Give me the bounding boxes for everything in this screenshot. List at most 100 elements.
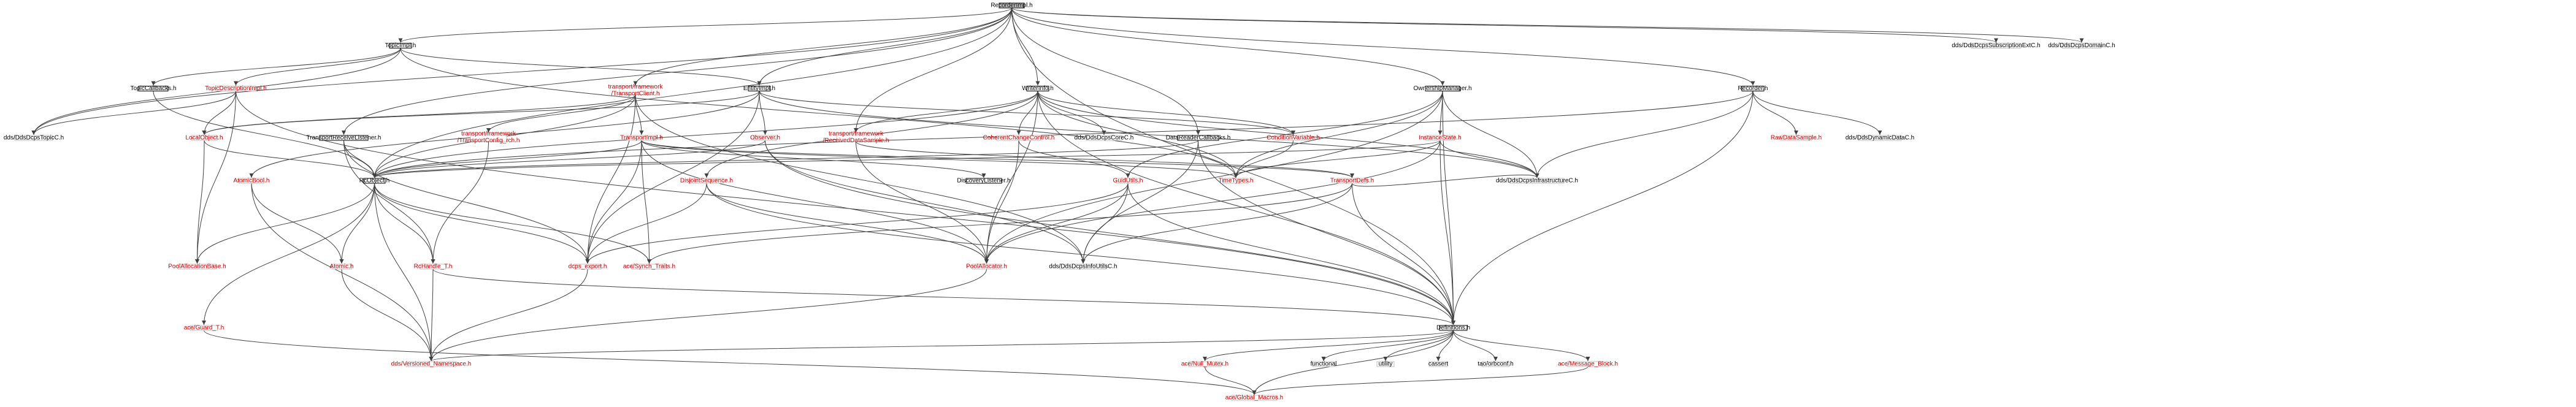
node-ownershipmanager-box	[1425, 86, 1460, 91]
edge-definitions-to-nullmutex	[1203, 330, 1454, 362]
node-poolallocator[interactable]: PoolAllocator.h	[966, 264, 1007, 270]
node-definitions[interactable]: Definitions.h	[1436, 325, 1470, 332]
edge-ownershipmanager-to-timetypes	[1233, 91, 1443, 178]
node-corec[interactable]: dds/DdsDcpsCoreC.h	[1075, 135, 1134, 142]
node-definitions-label-0: Definitions.h	[1436, 325, 1470, 332]
node-ownershipmanager[interactable]: OwnershipManager.h	[1413, 85, 1471, 92]
node-poolallocationbase-label-0: PoolAllocationBase.h	[168, 264, 226, 270]
edge-recorderimpl-to-rcobject	[372, 7, 1012, 178]
node-datareadercallbacks[interactable]: DataReaderCallbacks.h	[1166, 135, 1231, 142]
edge-definitions-to-cassert	[1436, 330, 1454, 362]
edge-transportclient-to-infoutilsc	[635, 94, 1086, 264]
node-rchandle[interactable]: RcHandle_T.h	[414, 264, 453, 270]
node-observer-box	[753, 135, 777, 141]
node-atomicbool-label-0: AtomicBool.h	[234, 178, 270, 184]
node-topicimpl[interactable]: TopicImpl.h	[385, 42, 416, 49]
edge-dcpsexport-to-versionednamespace	[429, 268, 588, 362]
node-functional[interactable]: functional	[1311, 361, 1337, 368]
node-synchtraits[interactable]: ace/Synch_Traits.h	[623, 264, 675, 270]
node-poolallocationbase[interactable]: PoolAllocationBase.h	[168, 264, 226, 270]
node-domainc[interactable]: dds/DdsDcpsDomainC.h	[2048, 42, 2115, 49]
node-transportconfig-label-0: transport/framework	[461, 131, 516, 137]
node-transportdefs[interactable]: TransportDefs.h	[1330, 178, 1374, 184]
node-transportconfig[interactable]: transport/framework/TransportConfig_rch.…	[458, 131, 520, 144]
node-taoorbconf[interactable]: tao/orbconf.h	[1478, 361, 1513, 368]
node-transportdefs-box	[1336, 178, 1368, 184]
node-globalmacros[interactable]: ace/Global_Macros.h	[1225, 395, 1284, 401]
node-topiccallbacks[interactable]: TopicCallbacks.h	[130, 85, 176, 92]
node-taoorbconf-box	[1481, 361, 1510, 367]
edge-transportreceivelistener-to-dcpsexport	[343, 140, 590, 264]
node-versionednamespace-box	[405, 361, 457, 367]
node-infoutilsc[interactable]: dds/DdsDcpsInfoUtilsC.h	[1049, 264, 1117, 270]
node-topicdescriptionimpl[interactable]: TopicDescriptionImpl.h	[205, 85, 267, 92]
edge-atomicbool-to-versionednamespace	[251, 183, 434, 362]
edge-recorder-to-rawdatasample	[1752, 91, 1798, 135]
node-guard-box	[190, 325, 218, 331]
dependency-edges	[31, 7, 2084, 395]
edge-disjointsequence-to-definitions	[706, 183, 1455, 325]
node-localobject[interactable]: LocalObject.h	[185, 135, 223, 142]
edge-definitions-to-functional	[1321, 330, 1454, 362]
edge-recorder-to-rcobject	[372, 91, 1754, 178]
node-poolallocationbase-box	[177, 264, 217, 270]
edge-topicimpl-to-topiccallbacks	[151, 48, 401, 86]
node-observer[interactable]: Observer.h	[750, 135, 780, 142]
node-topicdescriptionimpl-label-0: TopicDescriptionImpl.h	[205, 85, 267, 92]
node-instancestate[interactable]: InstanceState.h	[1419, 135, 1462, 142]
node-corec-box	[1086, 135, 1122, 141]
node-discoverylistener[interactable]: DiscoveryListener.h	[957, 178, 1010, 184]
node-receiveddatasample[interactable]: transport/framework/ReceivedDataSample.h	[823, 131, 889, 144]
edge-writerinfo-to-receiveddatasample	[854, 91, 1038, 133]
node-coherentchangecontrol[interactable]: CoherentChangeControl.h	[983, 135, 1055, 142]
node-rawdatasample[interactable]: RawDataSample.h	[1771, 135, 1822, 142]
edge-rchandle-to-definitions	[432, 268, 1455, 325]
edge-transportdefs-to-definitions	[1352, 183, 1455, 325]
node-nullmutex-box	[1188, 361, 1222, 367]
node-utility[interactable]: utility	[1376, 361, 1395, 368]
edge-coherentchangecontrol-to-guidutils	[1018, 140, 1130, 178]
node-dynamicdatac[interactable]: dds/DdsDynamicDataC.h	[1846, 135, 1914, 142]
node-cassert-box	[1428, 361, 1448, 367]
edge-rcobject-to-poolallocationbase	[195, 183, 375, 264]
edge-writerinfo-to-coherentchangecontrol	[1016, 91, 1038, 135]
edge-transportdefs-to-infrastructurec	[1352, 173, 1539, 187]
node-messageblock[interactable]: ace/Message_Block.h	[1558, 361, 1618, 368]
node-receiveddatasample-label-1: /ReceivedDataSample.h	[823, 137, 889, 144]
node-timetypes-box	[1223, 178, 1249, 184]
edge-instancestate-to-infrastructurec	[1439, 140, 1539, 178]
node-rcobject[interactable]: RcObject.h	[359, 178, 389, 184]
node-recorder[interactable]: Recorder.h	[1738, 85, 1768, 92]
node-cassert-label-0: cassert	[1428, 361, 1448, 368]
node-versionednamespace[interactable]: dds/Versioned_Namespace.h	[391, 361, 472, 368]
node-subscriptionext[interactable]: dds/DdsDcpsSubscriptionExtC.h	[1952, 42, 2041, 49]
node-transportclient[interactable]: transport/framework/TransportClient.h	[608, 84, 664, 97]
node-topicc[interactable]: dds/DdsDcpsTopicC.h	[4, 135, 64, 142]
edge-definitions-to-messageblock	[1453, 330, 1590, 362]
edge-transportclient-to-dcpsexport	[585, 94, 636, 264]
node-guidutils[interactable]: GuidUtils.h	[1113, 178, 1143, 184]
node-guidutils-box	[1116, 178, 1140, 184]
node-timetypes[interactable]: TimeTypes.h	[1219, 178, 1254, 184]
node-disjointsequence[interactable]: DisjointSequence.h	[680, 178, 733, 184]
node-writerinfo[interactable]: WriterInfo.h	[1022, 85, 1054, 92]
node-conditionvariable[interactable]: ConditionVariable.h	[1267, 135, 1320, 142]
node-atomicbool[interactable]: AtomicBool.h	[234, 178, 270, 184]
edge-recorderimpl-to-transportreceivelistener	[342, 7, 1012, 135]
node-nullmutex[interactable]: ace/Null_Mutex.h	[1181, 361, 1229, 368]
node-cassert[interactable]: cassert	[1428, 361, 1448, 368]
node-transportreceivelistener[interactable]: TransportReceiveListener.h	[307, 135, 381, 142]
node-utility-label-0: utility	[1379, 361, 1393, 368]
node-transportimpl[interactable]: TransportImpl.h	[620, 135, 663, 142]
node-infrastructurec[interactable]: dds/DdsDcpsInfrastructureC.h	[1496, 178, 1578, 184]
node-dcpsexport[interactable]: dcps_export.h	[569, 264, 607, 270]
edge-receiveddatasample-to-transportdefs	[856, 141, 1354, 178]
edge-coherentchangecontrol-to-poolallocator	[984, 140, 1019, 264]
node-atomic[interactable]: Atomic.h	[330, 264, 354, 270]
node-guard[interactable]: ace/Guard_T.h	[184, 325, 224, 332]
node-entityimpl[interactable]: EntityImpl.h	[743, 85, 775, 92]
node-synchtraits-label-0: ace/Synch_Traits.h	[623, 264, 675, 270]
node-subscriptionext-box	[1971, 43, 2022, 48]
edge-guard-to-globalmacros	[204, 330, 1257, 395]
